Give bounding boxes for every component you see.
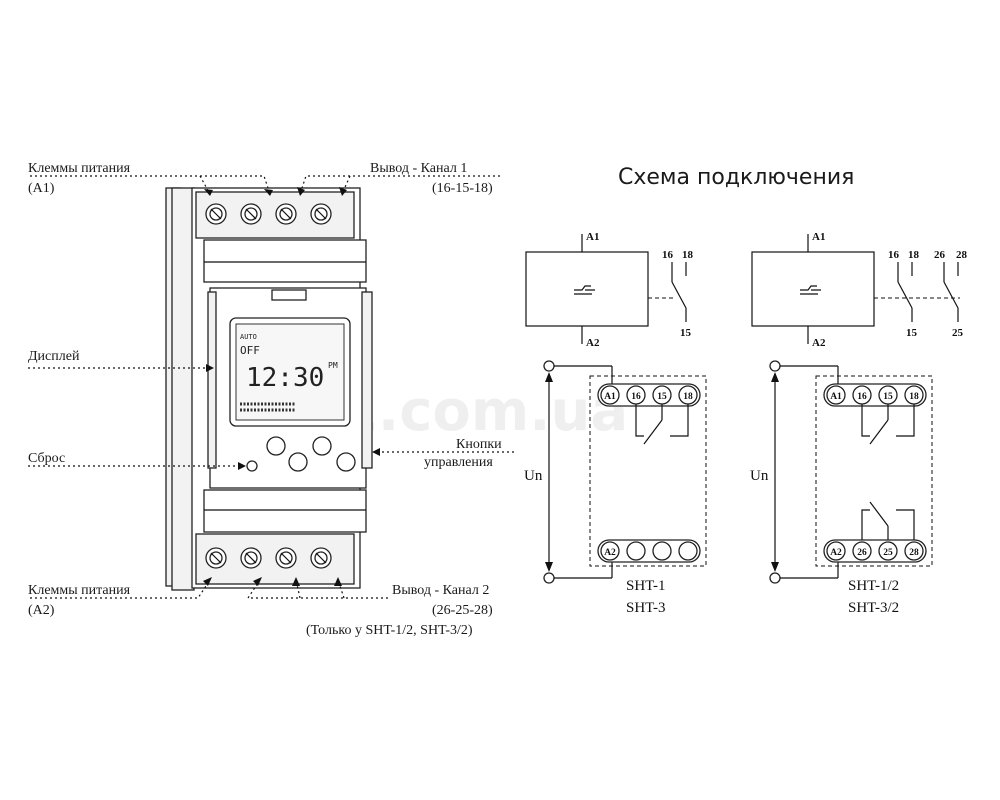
right-pin-25: 25 [952, 327, 964, 339]
right-top-terminal-3: 15 [883, 392, 893, 402]
right-pin-a2: A2 [812, 337, 826, 349]
reset-button[interactable] [246, 460, 258, 472]
right-pin-15: 15 [906, 327, 918, 339]
left-top-terminal-3: 15 [657, 392, 667, 402]
lcd-auto-text: AUTO [240, 333, 257, 341]
control-button[interactable] [266, 436, 286, 456]
left-top-terminal-1: A1 [604, 392, 616, 402]
right-model-1: SHT-1/2 [848, 578, 899, 594]
right-top-terminal-4: 18 [909, 392, 919, 402]
left-model-2: SHT-3 [626, 600, 665, 616]
label-power-bottom-pin: (A2) [28, 603, 55, 618]
control-button[interactable] [336, 452, 356, 472]
label-power-top-pin: (A1) [28, 181, 55, 196]
lcd-ampm-text: PM [328, 361, 338, 370]
label-out2-pins: (26-25-28) [432, 603, 493, 618]
left-pin-16: 16 [662, 249, 674, 261]
device-illustration: AUTO OFF 12:30 PM [165, 187, 373, 591]
left-bottom-terminal-1: A2 [604, 548, 616, 558]
left-voltage-label: Un [524, 468, 543, 484]
right-pin-26: 26 [934, 249, 946, 261]
left-model-1: SHT-1 [626, 578, 665, 594]
label-power-bottom: Клеммы питания [28, 583, 131, 598]
right-bottom-terminal-4: 28 [909, 548, 919, 558]
right-pin-16: 16 [888, 249, 900, 261]
label-out2-note: (Только у SHT-1/2, SHT-3/2) [306, 623, 473, 638]
schema-right: A1 A2 16 18 15 26 28 25 Un [750, 231, 968, 616]
label-out1: Вывод - Канал 1 [370, 161, 467, 176]
schema-left: A1 A2 16 18 15 Un A1 16 15 18 [524, 231, 707, 616]
control-button[interactable] [312, 436, 332, 456]
control-buttons[interactable] [266, 436, 356, 472]
lcd-display: AUTO OFF 12:30 PM [229, 317, 351, 427]
right-bottom-terminal-1: A2 [830, 548, 842, 558]
right-model-2: SHT-3/2 [848, 600, 899, 616]
label-buttons-line1: Кнопки [456, 437, 502, 452]
right-pin-28: 28 [956, 249, 968, 261]
right-pin-18: 18 [908, 249, 920, 261]
right-voltage-label: Un [750, 468, 769, 484]
label-display: Дисплей [28, 349, 80, 364]
lcd-mode-text: OFF [240, 344, 260, 357]
hand-icon [800, 285, 821, 295]
lcd-time-text: 12:30 [246, 363, 324, 393]
label-out2: Вывод - Канал 2 [392, 583, 489, 598]
label-out1-pins: (16-15-18) [432, 181, 493, 196]
top-screw-terminals [205, 203, 332, 225]
bottom-screw-terminals [205, 547, 332, 569]
right-top-terminal-2: 16 [857, 392, 867, 402]
left-top-terminal-2: 16 [631, 392, 641, 402]
left-pin-a2: A2 [586, 337, 600, 349]
right-bottom-terminal-3: 25 [883, 548, 893, 558]
label-power-top: Клеммы питания [28, 161, 131, 176]
right-top-terminal-1: A1 [830, 392, 842, 402]
right-bottom-terminal-2: 26 [857, 548, 867, 558]
hand-icon [574, 285, 595, 295]
left-pin-15: 15 [680, 327, 692, 339]
left-top-terminal-4: 18 [683, 392, 693, 402]
schema-title: Схема подключения [618, 165, 854, 190]
left-pin-18: 18 [682, 249, 694, 261]
label-buttons-line2: управления [424, 455, 493, 470]
label-reset: Сброс [28, 451, 65, 466]
right-pin-a1: A1 [812, 231, 825, 243]
left-pin-a1: A1 [586, 231, 599, 243]
control-button[interactable] [288, 452, 308, 472]
